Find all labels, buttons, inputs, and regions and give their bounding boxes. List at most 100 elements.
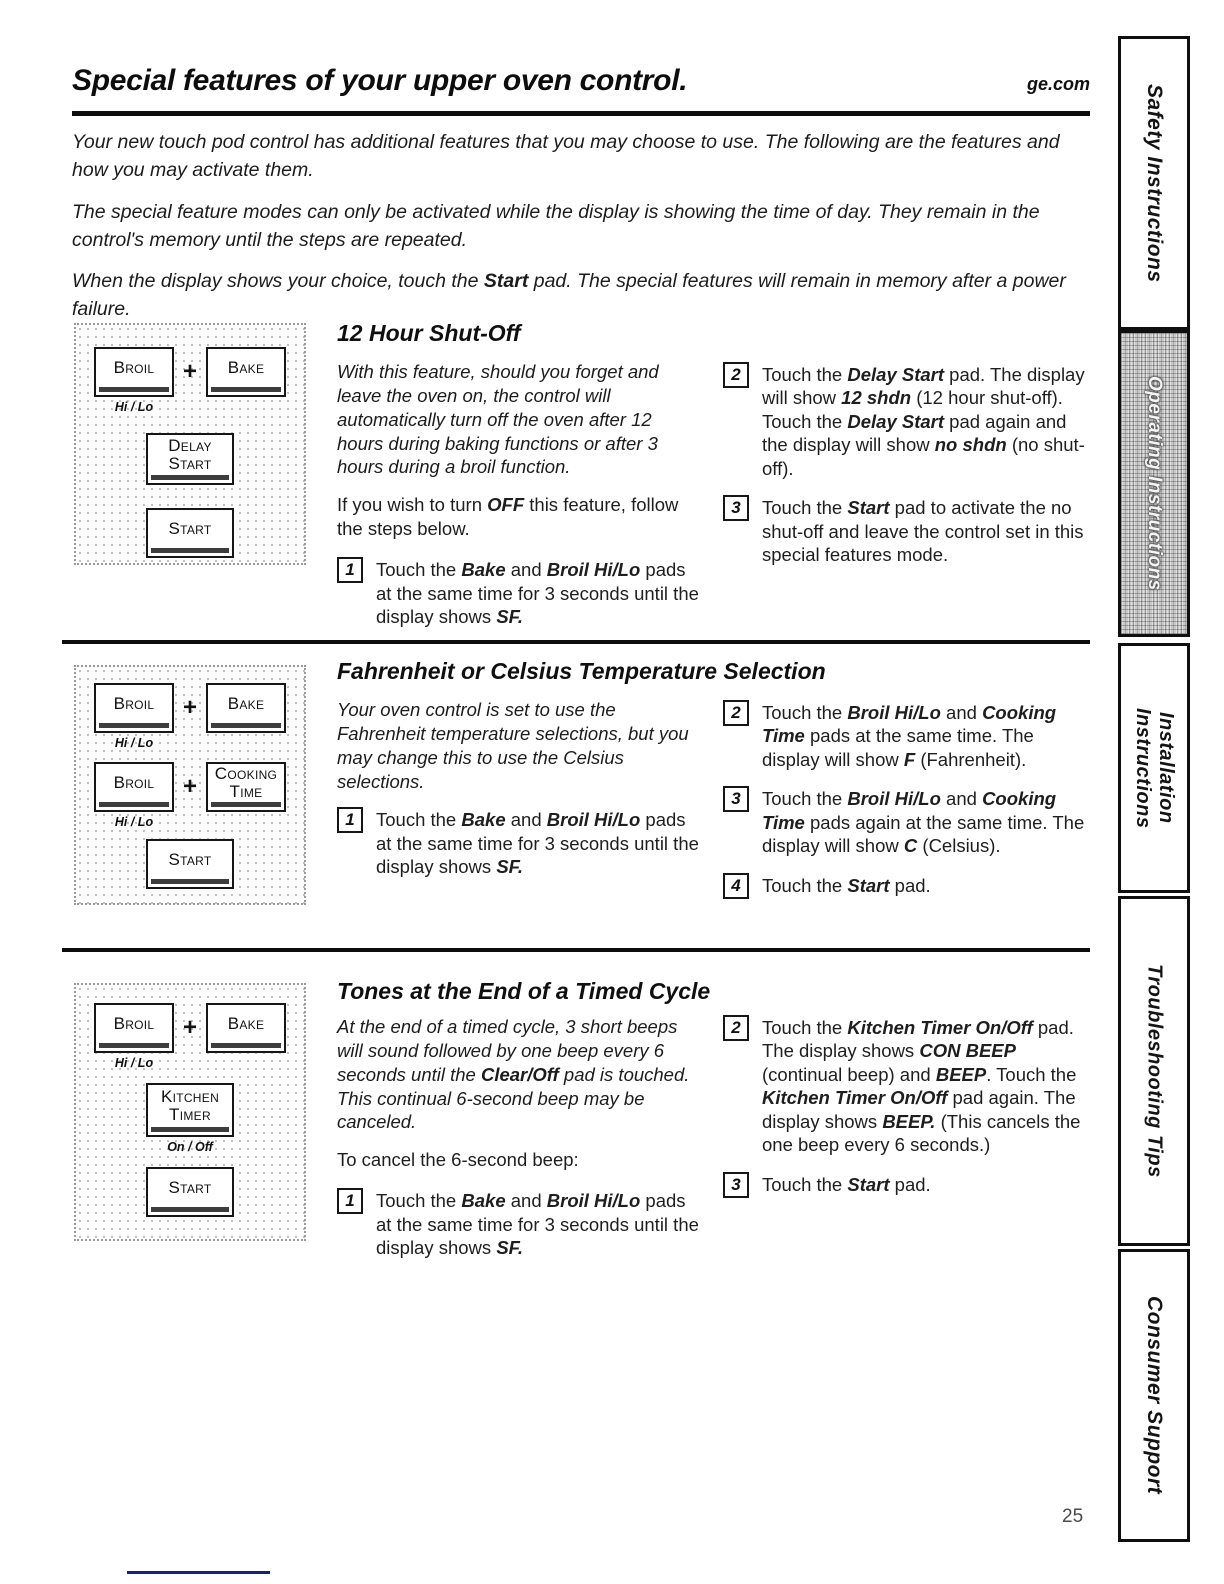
- delay-start-pad: Delay Start: [146, 433, 234, 485]
- broil-pad-group: Broil Hi / Lo: [94, 1003, 174, 1070]
- section-right-column: 2 Touch the Kitchen Timer On/Off pad. Th…: [723, 1015, 1090, 1213]
- start-pad: Start: [146, 839, 234, 889]
- step-number-badge: 2: [723, 700, 749, 726]
- broil-pad-group: Broil Hi / Lo: [94, 347, 174, 414]
- section-heading: 12 Hour Shut-Off: [337, 320, 521, 346]
- section-divider: [62, 640, 1090, 644]
- section-divider: [62, 948, 1090, 952]
- intro-paragraph: When the display shows your choice, touc…: [72, 270, 1066, 321]
- hi-lo-label: Hi / Lo: [114, 736, 154, 750]
- bake-pad-group: Bake: [206, 683, 286, 733]
- page-intro: Your new touch pod control has additiona…: [72, 128, 1084, 337]
- step-item: 2 Touch the Delay Start pad. The display…: [723, 362, 1090, 480]
- page-number: 25: [1062, 1506, 1084, 1527]
- section-heading: Fahrenheit or Celsius Temperature Select…: [337, 658, 826, 684]
- tab-troubleshooting-tips: Troubleshooting Tips: [1118, 896, 1190, 1246]
- section-right-column: 2 Touch the Broil Hi/Lo and Cooking Time…: [723, 700, 1090, 914]
- pad-row: Broil Hi / Lo + Bake: [76, 347, 304, 414]
- page-title: Special features of your upper oven cont…: [72, 64, 688, 97]
- broil-pad-group: Broil Hi / Lo: [94, 683, 174, 750]
- start-pad: Start: [146, 508, 234, 558]
- bake-pad-group: Bake: [206, 1003, 286, 1053]
- bake-pad: Bake: [206, 1003, 286, 1053]
- start-pad: Start: [146, 1167, 234, 1217]
- control-panel-diagram: Broil Hi / Lo + Bake Broil Hi / Lo + Coo…: [74, 665, 306, 905]
- step-text: Touch the Broil Hi/Lo and Cooking Time p…: [762, 702, 1057, 770]
- step-item: 3 Touch the Start pad to activate the no…: [723, 495, 1090, 566]
- masthead: Special features of your upper oven cont…: [72, 64, 1090, 98]
- footer-blue-line: [127, 1571, 270, 1574]
- step-item: 2 Touch the Broil Hi/Lo and Cooking Time…: [723, 700, 1090, 771]
- step-number-badge: 1: [337, 557, 363, 584]
- step-number-badge: 1: [337, 807, 363, 834]
- hi-lo-label: Hi / Lo: [114, 1056, 154, 1070]
- step-item: 2 Touch the Kitchen Timer On/Off pad. Th…: [723, 1015, 1090, 1157]
- step-item: 3 Touch the Broil Hi/Lo and Cooking Time…: [723, 786, 1090, 857]
- tab-installation-instructions: Installation Instructions: [1118, 643, 1190, 893]
- tab-safety-instructions: Safety Instructions: [1118, 36, 1190, 330]
- hi-lo-label: Hi / Lo: [114, 815, 154, 829]
- step-item: 1 Touch the Bake and Broil Hi/Lo pads at…: [337, 1188, 699, 1259]
- step-number-badge: 3: [723, 1171, 749, 1198]
- step-item: 3 Touch the Start pad.: [723, 1171, 1090, 1198]
- broil-pad: Broil: [94, 762, 174, 812]
- title-rule: [72, 111, 1090, 116]
- section-timed-cycle-tones: Broil Hi / Lo + Bake Kitchen Timer On / …: [74, 975, 1090, 1265]
- step-text: Touch the Kitchen Timer On/Off pad. The …: [762, 1017, 1081, 1156]
- section-12-hour-shutoff: Broil Hi / Lo + Bake Delay Start Start 1…: [74, 318, 1090, 627]
- website-text: ge.com: [1026, 74, 1090, 94]
- pad-row: Broil Hi / Lo + Cooking Time: [76, 762, 304, 829]
- section-heading: Tones at the End of a Timed Cycle: [337, 978, 711, 1004]
- step-item: 1 Touch the Bake and Broil Hi/Lo pads at…: [337, 557, 699, 628]
- broil-pad: Broil: [94, 683, 174, 733]
- tab-consumer-support: Consumer Support: [1118, 1249, 1190, 1542]
- broil-pad-group: Broil Hi / Lo: [94, 762, 174, 829]
- kitchen-timer-pad: Kitchen Timer: [146, 1083, 234, 1137]
- section-right-column: 2 Touch the Delay Start pad. The display…: [723, 362, 1090, 582]
- step-number-badge: 2: [723, 1015, 749, 1041]
- hi-lo-label: Hi / Lo: [114, 400, 154, 414]
- broil-pad: Broil: [94, 1003, 174, 1053]
- section-left-column: At the end of a timed cycle, 3 short bee…: [337, 1015, 699, 1275]
- step-text: Touch the Start pad.: [762, 874, 931, 896]
- section-note: To cancel the 6-second beep:: [337, 1149, 579, 1171]
- step-number-badge: 1: [337, 1188, 363, 1215]
- pad-row: Broil Hi / Lo + Bake: [76, 683, 304, 750]
- section-left-column: Your oven control is set to use the Fahr…: [337, 698, 699, 894]
- step-number-badge: 2: [723, 362, 749, 388]
- on-off-label: On / Off: [167, 1140, 213, 1154]
- intro-paragraph: The special feature modes can only be ac…: [72, 200, 1040, 251]
- page-edge-tabs: Safety Instructions Operating Instructio…: [1118, 0, 1190, 1584]
- section-intro: Your oven control is set to use the Fahr…: [337, 699, 689, 792]
- plus-icon: +: [182, 773, 197, 800]
- plus-icon: +: [182, 1014, 197, 1041]
- plus-icon: +: [182, 694, 197, 721]
- step-number-badge: 4: [723, 872, 749, 899]
- step-text: Touch the Start pad.: [762, 1173, 931, 1195]
- step-number-badge: 3: [723, 786, 749, 813]
- section-intro: At the end of a timed cycle, 3 short bee…: [337, 1016, 690, 1133]
- control-panel-diagram: Broil Hi / Lo + Bake Delay Start Start: [74, 323, 306, 565]
- tab-operating-instructions: Operating Instructions: [1118, 330, 1190, 637]
- plus-icon: +: [182, 358, 197, 385]
- control-panel-diagram: Broil Hi / Lo + Bake Kitchen Timer On / …: [74, 983, 306, 1241]
- step-text: Touch the Bake and Broil Hi/Lo pads at t…: [376, 559, 699, 628]
- bake-pad-group: Bake: [206, 347, 286, 397]
- pad-row: Broil Hi / Lo + Bake: [76, 1003, 304, 1070]
- step-item: 4 Touch the Start pad.: [723, 872, 1090, 899]
- broil-pad: Broil: [94, 347, 174, 397]
- step-text: Touch the Delay Start pad. The display w…: [762, 364, 1085, 479]
- step-item: 1 Touch the Bake and Broil Hi/Lo pads at…: [337, 807, 699, 878]
- bake-pad: Bake: [206, 683, 286, 733]
- step-text: Touch the Bake and Broil Hi/Lo pads at t…: [376, 809, 699, 878]
- cooking-time-pad-group: Cooking Time: [206, 762, 286, 812]
- section-fahrenheit-celsius: Broil Hi / Lo + Bake Broil Hi / Lo + Coo…: [74, 652, 1090, 942]
- step-text: Touch the Broil Hi/Lo and Cooking Time p…: [762, 788, 1085, 857]
- step-text: Touch the Start pad to activate the no s…: [762, 497, 1084, 566]
- section-intro: With this feature, should you forget and…: [337, 361, 659, 478]
- step-text: Touch the Bake and Broil Hi/Lo pads at t…: [376, 1190, 699, 1259]
- section-left-column: With this feature, should you forget and…: [337, 360, 699, 644]
- cooking-time-pad: Cooking Time: [206, 762, 286, 812]
- intro-paragraph: Your new touch pod control has additiona…: [72, 131, 1060, 182]
- section-note: If you wish to turn OFF this feature, fo…: [337, 494, 679, 540]
